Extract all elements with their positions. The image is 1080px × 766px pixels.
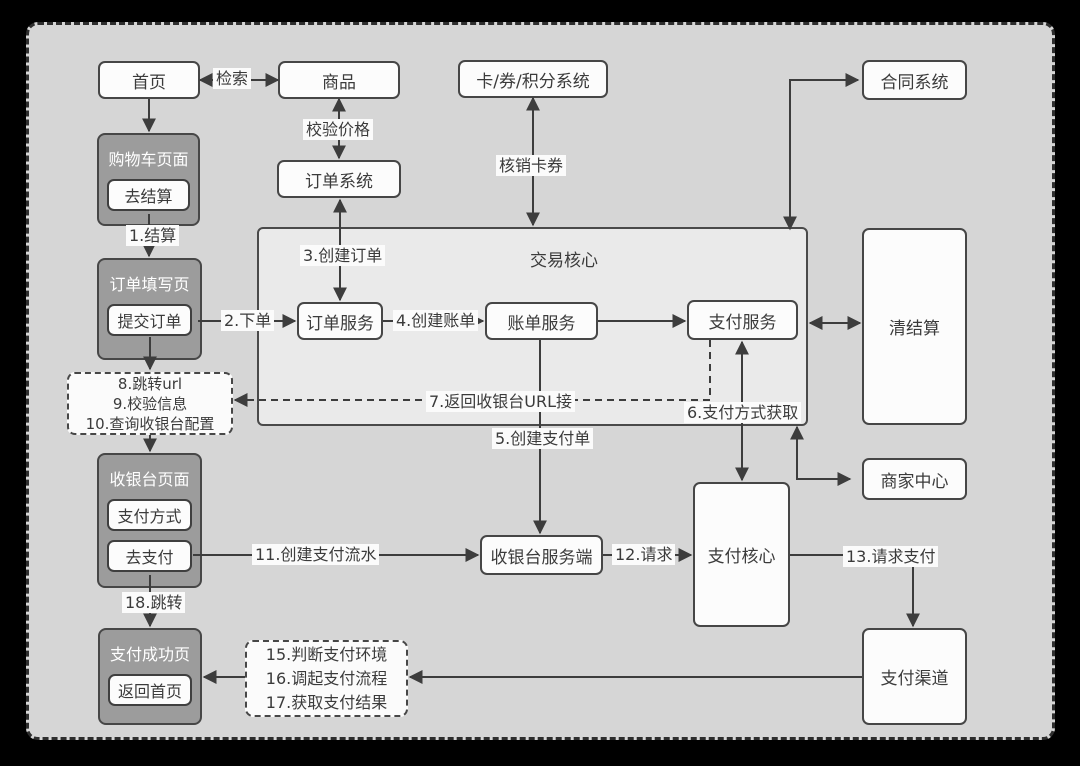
page-order-form-title: 订单填写页: [109, 275, 190, 294]
note-line: 15.判断支付环境: [265, 644, 388, 664]
node-home: 首页: [98, 61, 200, 99]
back-home-button: 返回首页: [108, 674, 192, 706]
node-contract-system: 合同系统: [862, 60, 967, 100]
edge-label-redeem-coupon: 核销卡券: [496, 155, 567, 176]
transaction-core-title: 交易核心: [530, 251, 598, 271]
submit-order-button: 提交订单: [107, 304, 192, 336]
note-line: 16.调起支付流程: [265, 668, 388, 688]
node-payment-service: 支付服务: [687, 300, 798, 340]
note-line: 9.校验信息: [112, 394, 188, 413]
page-payment-success: 支付成功页 返回首页: [98, 628, 202, 725]
node-payment-channel: 支付渠道: [862, 628, 967, 725]
edge-label-step6: 6.支付方式获取: [684, 402, 802, 423]
page-cart-title: 购物车页面: [108, 150, 189, 169]
edge-label-step13: 13.请求支付: [843, 546, 939, 567]
node-order-service: 订单服务: [297, 302, 383, 340]
node-order-system: 订单系统: [277, 160, 401, 198]
edge-label-step5: 5.创建支付单: [492, 428, 594, 449]
edge-label-step2: 2.下单: [221, 310, 275, 331]
edge-label-step11: 11.创建支付流水: [252, 544, 380, 565]
note-line: 10.查询收银台配置: [85, 414, 215, 433]
page-cashier: 收银台页面 支付方式 去支付: [97, 453, 202, 588]
node-merchant-center: 商家中心: [862, 458, 967, 500]
page-order-form: 订单填写页 提交订单: [97, 258, 202, 360]
note-line: 17.获取支付结果: [265, 692, 388, 712]
checkout-button: 去结算: [107, 179, 190, 211]
go-pay-button: 去支付: [107, 540, 192, 572]
node-card-coupon-points-system: 卡/券/积分系统: [458, 60, 608, 98]
page-payment-success-title: 支付成功页: [109, 645, 190, 664]
page-cashier-title: 收银台页面: [109, 470, 190, 489]
edge-label-step4: 4.创建账单: [393, 310, 479, 331]
edge-label-step18: 18.跳转: [122, 592, 186, 613]
edge-label-verify-price: 校验价格: [303, 119, 374, 140]
edge-label-step3: 3.创建订单: [300, 245, 386, 266]
edge-label-step12: 12.请求: [612, 544, 676, 565]
payment-method-button: 支付方式: [107, 499, 192, 531]
edge-label-search: 检索: [213, 68, 252, 89]
node-bill-service: 账单服务: [485, 302, 598, 340]
node-payment-core: 支付核心: [693, 482, 790, 627]
edge-label-step7: 7.返回收银台URL接: [426, 391, 576, 412]
edge-label-step1: 1.结算: [126, 225, 180, 246]
page-cart: 购物车页面 去结算: [97, 133, 200, 226]
note-payment-env: 15.判断支付环境 16.调起支付流程 17.获取支付结果: [245, 640, 408, 717]
node-product: 商品: [278, 61, 400, 99]
node-clearing-settlement: 清结算: [862, 228, 967, 425]
note-line: 8.跳转url: [117, 374, 183, 393]
note-redirect: 8.跳转url 9.校验信息 10.查询收银台配置: [67, 372, 233, 435]
node-cashier-server: 收银台服务端: [480, 535, 603, 575]
